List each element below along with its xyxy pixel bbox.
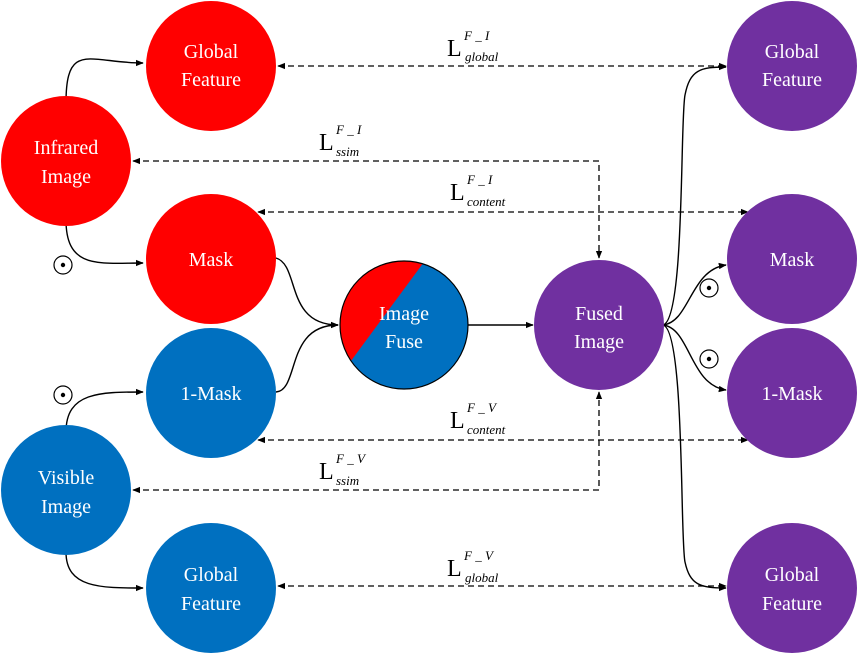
node-fused-image-circle [534, 260, 664, 390]
node-fused-global-feature-bottom-line2: Feature [762, 593, 822, 615]
loss-label-content-vis: L F _ V content [450, 400, 506, 437]
node-ir-mask-circle [146, 194, 276, 324]
loss-connections [132, 62, 749, 590]
edge-fused-to-mask [662, 262, 727, 326]
loss-label-global-ir-sub: global [465, 49, 499, 64]
node-vis-global-feature-line2: Feature [181, 593, 241, 615]
loss-label-ssim-ir-main: L [319, 130, 334, 156]
odot-fused-mask [699, 278, 719, 298]
node-fused-image: Fused Image [534, 260, 664, 390]
loss-label-global-vis: L F _ V global [447, 548, 499, 585]
node-fused-global-feature-top-line2: Feature [762, 69, 822, 91]
loss-label-content-vis-sup: F _ V [466, 400, 498, 415]
node-image-fuse: Image Fuse [339, 260, 469, 390]
node-image-fuse-outline [339, 260, 469, 390]
odot-infrared-mask [53, 255, 73, 275]
node-infrared-image-line1: Infrared [34, 137, 98, 159]
node-fused-one-mask: 1-Mask [727, 328, 857, 458]
loss-label-content-vis-main: L [450, 408, 465, 434]
loss-label-global-vis-main: L [447, 556, 462, 582]
loss-label-global-vis-sup: F _ V [463, 548, 495, 563]
loss-label-ssim-vis-main: L [319, 459, 334, 485]
node-infrared-image-line2: Image [41, 166, 91, 188]
node-fused-one-mask-circle [727, 328, 857, 458]
edge-infrared-to-mask [65, 219, 144, 267]
edge-mask-to-fuse [275, 257, 339, 329]
node-fused-mask-circle [727, 194, 857, 324]
loss-label-content-vis-sub: content [467, 422, 506, 437]
node-fused-global-feature-top-line1: Global [765, 41, 820, 63]
odot-fused-onemask [699, 349, 719, 369]
loss-label-ssim-ir-sup: F _ I [335, 122, 362, 137]
node-visible-image-line2: Image [41, 496, 91, 518]
node-vis-one-mask: 1-Mask [146, 328, 276, 458]
node-fused-mask: Mask [727, 194, 857, 324]
node-fused-mask-line1: Mask [770, 249, 814, 271]
edge-visible-to-onemask [65, 388, 144, 433]
node-visible-image: Visible Image [1, 425, 131, 555]
loss-line-ssim-ir [132, 157, 603, 259]
loss-label-content-ir-sup: F _ I [466, 172, 493, 187]
node-infrared-image: Infrared Image [1, 96, 131, 226]
node-fused-image-line2: Image [574, 331, 624, 353]
loss-label-ssim-vis: L F _ V ssim [319, 451, 367, 488]
node-fused-global-feature-bottom-circle [727, 523, 857, 653]
node-vis-global-feature: Global Feature [146, 523, 276, 653]
loss-label-ssim-ir-sub: ssim [336, 144, 359, 159]
node-ir-mask: Mask [146, 194, 276, 324]
loss-label-content-ir-main: L [450, 180, 465, 206]
loss-label-content-ir: L F _ I content [450, 172, 506, 209]
node-image-fuse-line1: Image [379, 303, 429, 325]
node-vis-global-feature-line1: Global [184, 564, 239, 586]
node-vis-one-mask-circle [146, 328, 276, 458]
node-infrared-image-circle [1, 96, 131, 226]
node-ir-global-feature-line2: Feature [181, 69, 241, 91]
loss-label-ssim-vis-sup: F _ V [335, 451, 367, 466]
node-fused-global-feature-bottom-line1: Global [765, 564, 820, 586]
node-fused-global-feature-bottom: Global Feature [727, 523, 857, 653]
loss-label-global-ir-main: L [447, 36, 462, 62]
node-fused-global-feature-top: Global Feature [727, 1, 857, 131]
odot-visible-onemask [53, 385, 73, 405]
loss-label-content-ir-sub: content [467, 194, 506, 209]
edge-infrared-to-global [65, 58, 144, 104]
node-vis-one-mask-line1: 1-Mask [180, 383, 241, 405]
edge-visible-to-global [65, 551, 144, 592]
node-ir-global-feature-circle [146, 1, 276, 131]
loss-line-ssim-vis [132, 391, 603, 494]
loss-label-global-vis-sub: global [465, 570, 499, 585]
loss-label-global-ir-sup: F _ I [463, 28, 490, 43]
edge-onemask-to-fuse [275, 321, 339, 393]
loss-label-ssim-ir: L F _ I ssim [319, 122, 362, 159]
edge-fused-to-global-top [662, 63, 727, 326]
node-image-fuse-line2: Fuse [385, 331, 423, 353]
node-vis-global-feature-circle [146, 523, 276, 653]
node-visible-image-circle [1, 425, 131, 555]
node-ir-global-feature: Global Feature [146, 1, 276, 131]
loss-label-ssim-vis-sub: ssim [336, 473, 359, 488]
node-fused-global-feature-top-circle [727, 1, 857, 131]
edge-fused-to-onemask [662, 324, 727, 393]
node-fused-image-line1: Fused [575, 303, 623, 325]
node-visible-image-line1: Visible [38, 467, 95, 489]
node-ir-global-feature-line1: Global [184, 41, 239, 63]
node-image-fuse-red-half [340, 261, 455, 389]
node-ir-mask-line1: Mask [189, 249, 233, 271]
loss-label-global-ir: L F _ I global [447, 28, 499, 64]
node-fused-one-mask-line1: 1-Mask [761, 383, 822, 405]
